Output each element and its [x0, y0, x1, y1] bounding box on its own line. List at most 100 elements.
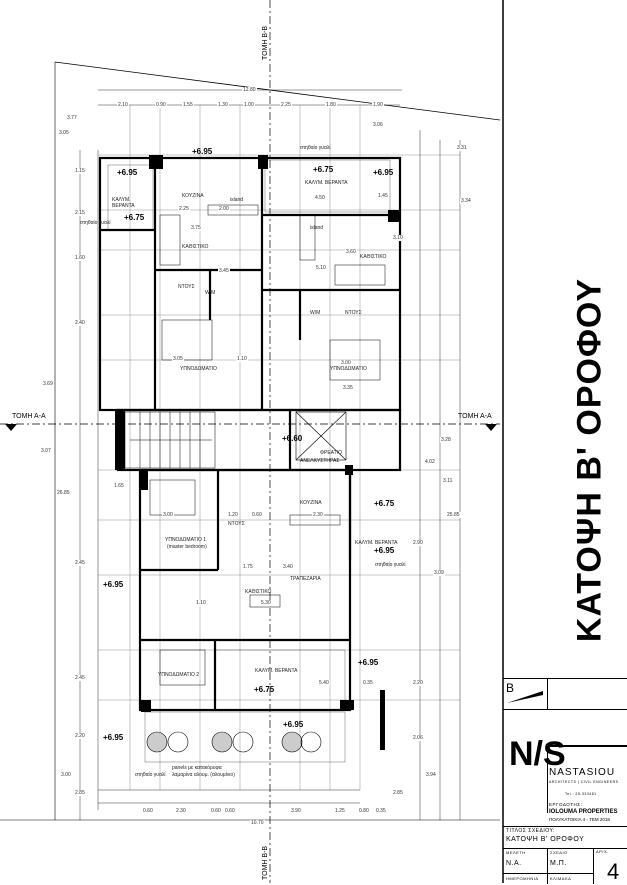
dim-right: 3.09: [433, 570, 445, 576]
dim-interior: 1.75: [242, 564, 254, 570]
furniture: [149, 204, 386, 686]
glass-railing-3: στηθαίο γυαλί: [375, 562, 406, 568]
dim-bottom: 1.25: [334, 808, 346, 814]
dim-interior: 3.40: [282, 564, 294, 570]
room-veranda-2: ΚΑΛΥΜ. ΒΕΡΑΝΤΑ: [305, 180, 348, 186]
dim-right: 3.31: [456, 145, 468, 151]
dim-interior: 1.45: [377, 193, 389, 199]
room-wm-1: W/M: [205, 290, 216, 296]
dim-right: 2.06: [412, 735, 424, 741]
dim-top: 1.55: [182, 102, 194, 108]
dim-interior: 5.10: [315, 265, 327, 271]
dim-interior: 2.00: [218, 206, 230, 212]
scale-label: ΚΛΙΜΑΚΑ: [550, 876, 572, 881]
level-mark: +6.60: [282, 434, 303, 443]
dim-bottom: 2.30: [175, 808, 187, 814]
section-label-bottom: ΤΟΜΗ Β-Β: [262, 845, 269, 880]
section-label-left: ΤΟΜΗ Α-Α: [12, 413, 46, 420]
room-veranda-4: ΚΑΛΥΜ. ΒΕΡΑΝΤΑ: [355, 540, 398, 546]
dim-interior: 3.00: [340, 360, 352, 366]
dim-top: 1.80: [325, 102, 337, 108]
dim-interior: 1.20: [227, 512, 239, 518]
level-mark: +6.75: [254, 685, 275, 694]
room-wm-2: W/M: [310, 310, 321, 316]
dim-right: 25.85: [446, 512, 461, 518]
dim-left: 3.05: [58, 130, 70, 136]
level-mark: +6.95: [103, 580, 124, 589]
dim-interior: 5.40: [318, 680, 330, 686]
dim-bottom: 0.60: [224, 808, 236, 814]
north-arrow-icon: [507, 691, 543, 703]
dim-left: 2.45: [74, 560, 86, 566]
dim-left: 26.85: [56, 490, 71, 496]
room-dining: ΤΡΑΠΕΖΑΡΙΑ: [290, 576, 321, 582]
room-island-2: island: [310, 225, 324, 231]
level-mark: +6.95: [192, 147, 213, 156]
drawing-title-label: ΤΙΤΛΟΣ ΣΧΕΔΙΟΥ:: [506, 828, 555, 834]
elevator-shaft: [295, 411, 347, 461]
dim-top: 1.90: [372, 102, 384, 108]
level-mark: +6.95: [117, 168, 138, 177]
dim-left: 3.00: [60, 772, 72, 778]
dim-left: 1.15: [74, 168, 86, 174]
dim-right: 2.20: [412, 680, 424, 686]
level-mark: +6.95: [103, 733, 124, 742]
dim-right: 3.11: [442, 478, 454, 484]
room-master-bedroom-sub: (master bedroom): [167, 544, 207, 550]
room-master-bedroom: ΥΠΝΟΔΩΜΑΤΙΟ 1: [165, 537, 207, 543]
dim-left: 2.20: [74, 733, 86, 739]
firm-tel: Tel.: 25-333481: [565, 792, 597, 796]
walls: [98, 156, 402, 712]
dim-top: 1.30: [217, 102, 229, 108]
dim-bottom: 3.90: [290, 808, 302, 814]
dim-bottom: 0.60: [142, 808, 154, 814]
date-label: ΗΜΕΡΟΜΗΝΙΑ: [506, 876, 539, 881]
level-mark: +6.75: [374, 499, 395, 508]
client-label: ΕΡΓΟΔΟΤΗΣ:: [549, 802, 583, 807]
dim-right: 3.06: [372, 122, 384, 128]
study-label: ΜΕΛΕΤΗ: [506, 850, 526, 855]
room-kitchen-3: ΚΟΥΖΙΝΑ: [300, 500, 322, 506]
property-line: [54, 61, 501, 121]
glass-railing-1: στηθαίο γυαλί: [80, 220, 111, 226]
dim-bottom: 0.60: [210, 808, 222, 814]
dim-right: 3.10: [392, 235, 404, 241]
title-block: B N/S NASTASIOU ARCHITECTS | CIVIL ENGIN…: [503, 678, 627, 884]
dim-interior: 1.10: [195, 600, 207, 606]
firm-logo: N/S: [509, 735, 566, 773]
sheet-label: ΑΡΙΧ.: [596, 849, 609, 854]
room-veranda-1: ΚΑΛΥΜ. ΒΕΡΑΝΤΑ: [112, 197, 135, 209]
dim-right: 3.94: [425, 772, 437, 778]
dim-right: 4.02: [424, 459, 436, 465]
level-mark: +6.95: [358, 658, 379, 667]
veranda-tiles: [107, 159, 391, 763]
dim-interior: 3.05: [172, 356, 184, 362]
dim-top-total: 12.80: [242, 87, 257, 93]
dim-left: 3.77: [66, 115, 78, 121]
columns: [115, 155, 400, 750]
dim-left: 3.69: [42, 381, 54, 387]
dim-top: 2.25: [280, 102, 292, 108]
drawing-title: ΚΑΤΟΨΗ Β' ΟΡΟΦΟΥ: [506, 836, 585, 843]
drawn-value: Μ.Π.: [550, 860, 567, 867]
dim-left: 2.85: [74, 790, 86, 796]
project-name: ΠΟΛΥΚΑΤΟΙΚΙΑ 4 - ΤΕΜ 2018: [549, 817, 610, 822]
room-shower-3: ΝΤΟΥΣ: [228, 521, 245, 527]
study-value: N.A.: [506, 860, 522, 867]
level-mark: +6.95: [374, 546, 395, 555]
level-mark: +6.75: [313, 165, 334, 174]
dim-top: 0.90: [155, 102, 167, 108]
room-shower-2: ΝΤΟΥΣ: [345, 310, 362, 316]
room-shower-1: ΝΤΟΥΣ: [178, 284, 195, 290]
dim-left: 2.15: [74, 210, 86, 216]
glass-railing-2: στηθαίο γυαλί: [300, 145, 331, 151]
dim-interior: 3.35: [342, 385, 354, 391]
room-veranda-3: ΚΑΛΥΜ. ΒΕΡΑΝΤΑ: [255, 668, 298, 674]
note-line-1: panels με κατακόρυφα: [172, 765, 222, 771]
dim-right: 2.90: [412, 540, 424, 546]
drawn-label: ΣΧΕΔΙΟ: [550, 850, 568, 855]
room-living-2: ΚΑΘΙΣΤΙΚΟ: [360, 254, 387, 260]
dim-interior: 4.50: [314, 195, 326, 201]
planters: [146, 731, 303, 753]
